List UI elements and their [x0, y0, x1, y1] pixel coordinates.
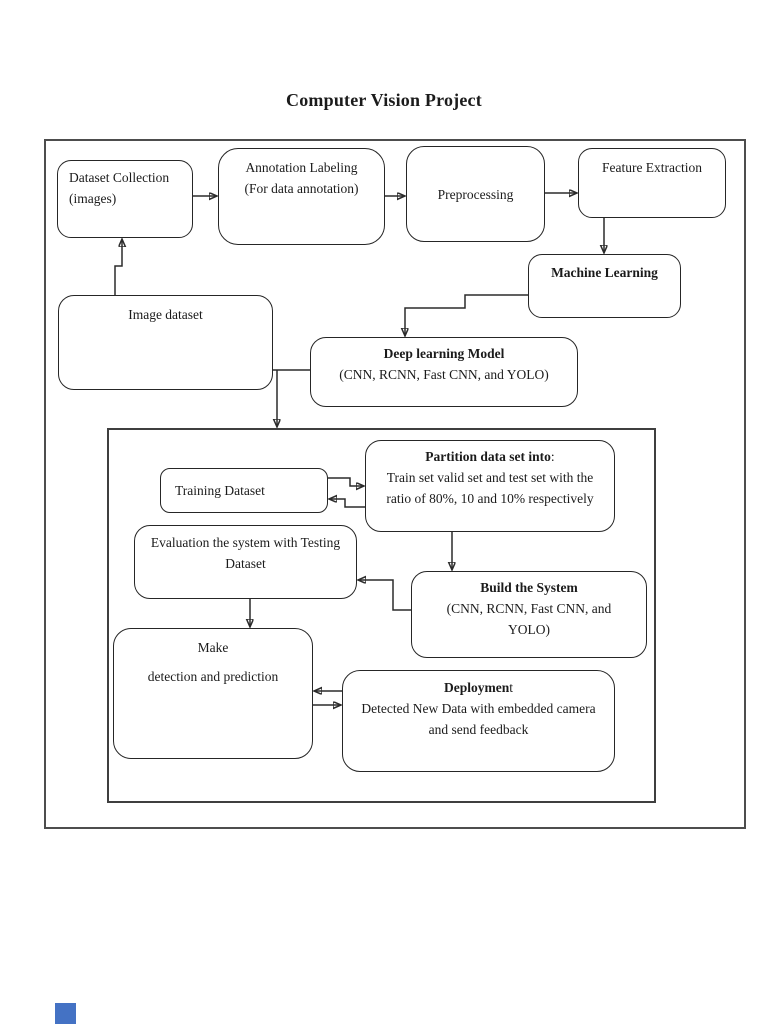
node-label: Preprocessing	[437, 186, 514, 202]
node-partition-data: Partition data set into: Train set valid…	[365, 440, 615, 532]
node-title: Deployment	[443, 680, 513, 695]
node-deployment: Deployment Detected New Data with embedd…	[342, 670, 615, 772]
node-image-dataset: Image dataset	[58, 295, 273, 390]
node-label: Annotation Labeling	[245, 160, 358, 175]
node-evaluation: Evaluation the system with Testing Datas…	[134, 525, 357, 599]
page-title: Computer Vision Project	[286, 90, 482, 110]
node-training-dataset: Training Dataset	[160, 468, 328, 513]
node-machine-learning: Machine Learning	[528, 254, 681, 318]
node-label: Feature Extraction	[601, 160, 703, 175]
node-make-detection: Make detection and prediction	[113, 628, 313, 759]
node-dataset-collection: Dataset Collection (images)	[57, 160, 193, 238]
node-label: Machine Learning	[551, 265, 658, 280]
node-label: Dataset Collection	[69, 170, 170, 185]
node-body: Train set valid set and test set with th…	[386, 470, 594, 506]
node-label: Make	[197, 640, 229, 655]
node-build-system: Build the System (CNN, RCNN, Fast CNN, a…	[411, 571, 647, 658]
node-title: Build the System	[480, 580, 578, 595]
node-title: Deep learning Model	[383, 346, 505, 361]
node-annotation-labeling: Annotation Labeling (For data annotation…	[218, 148, 385, 245]
node-label: Evaluation the system with Testing Datas…	[150, 535, 341, 571]
node-subtitle: (CNN, RCNN, Fast CNN, and YOLO)	[339, 367, 549, 382]
node-deep-learning-model: Deep learning Model (CNN, RCNN, Fast CNN…	[310, 337, 578, 407]
node-label: Image dataset	[128, 307, 203, 322]
node-label: (For data annotation)	[244, 181, 359, 196]
node-body: Detected New Data with embedded camera a…	[361, 701, 596, 737]
node-feature-extraction: Feature Extraction	[578, 148, 726, 218]
node-label: Training Dataset	[175, 483, 265, 498]
node-subtitle: (CNN, RCNN, Fast CNN, and YOLO)	[446, 601, 612, 637]
node-label: (images)	[69, 191, 117, 206]
node-preprocessing: Preprocessing	[406, 146, 545, 242]
blue-corner-marker	[55, 1003, 76, 1024]
training-pipeline-container	[107, 428, 656, 803]
node-title: Partition data set into:	[425, 449, 555, 464]
node-label: detection and prediction	[147, 669, 279, 684]
outer-border	[44, 139, 746, 829]
